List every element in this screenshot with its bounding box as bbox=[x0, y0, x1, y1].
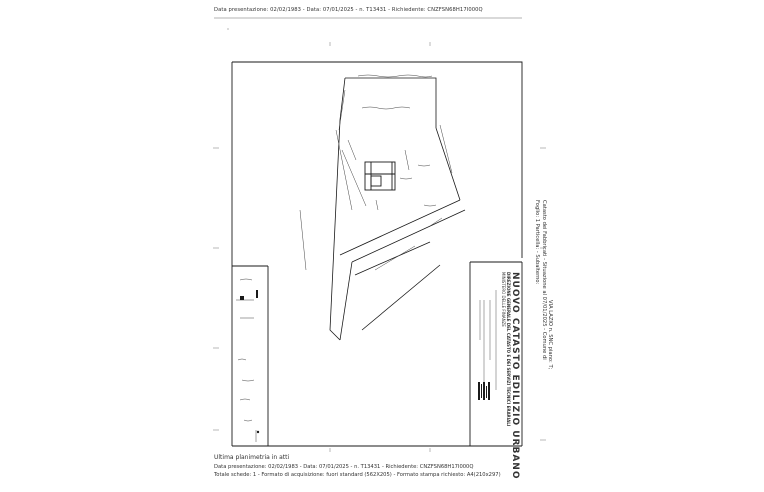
left-legend-marks bbox=[240, 290, 260, 434]
left-legend-notes bbox=[236, 278, 257, 442]
parcel-outline bbox=[329, 77, 466, 341]
handwritten-notes bbox=[299, 74, 453, 271]
stamp-barcode bbox=[478, 382, 490, 400]
side-strip-line3: VIA LAZIO n. SNC piano: T; bbox=[547, 300, 553, 370]
footer-metadata-2: Totale schede: 1 - Formato di acquisizio… bbox=[214, 472, 501, 478]
stamp-title: NUOVO CATASTO EDILIZIO URBANO bbox=[510, 272, 520, 480]
crop-marks bbox=[213, 17, 546, 452]
building-footprint bbox=[364, 161, 396, 191]
header-metadata: Data presentazione: 02/02/1983 - Data: 0… bbox=[214, 7, 483, 13]
stamp-scribbles bbox=[479, 290, 497, 390]
last-sheet-label: Ultima planimetria in atti bbox=[214, 454, 290, 461]
footer-metadata-1: Data presentazione: 02/02/1983 - Data: 0… bbox=[214, 464, 474, 470]
sheet-border bbox=[231, 61, 523, 447]
side-strip-line2: Foglio: 1 Particella: - Subalterno: bbox=[534, 200, 540, 285]
